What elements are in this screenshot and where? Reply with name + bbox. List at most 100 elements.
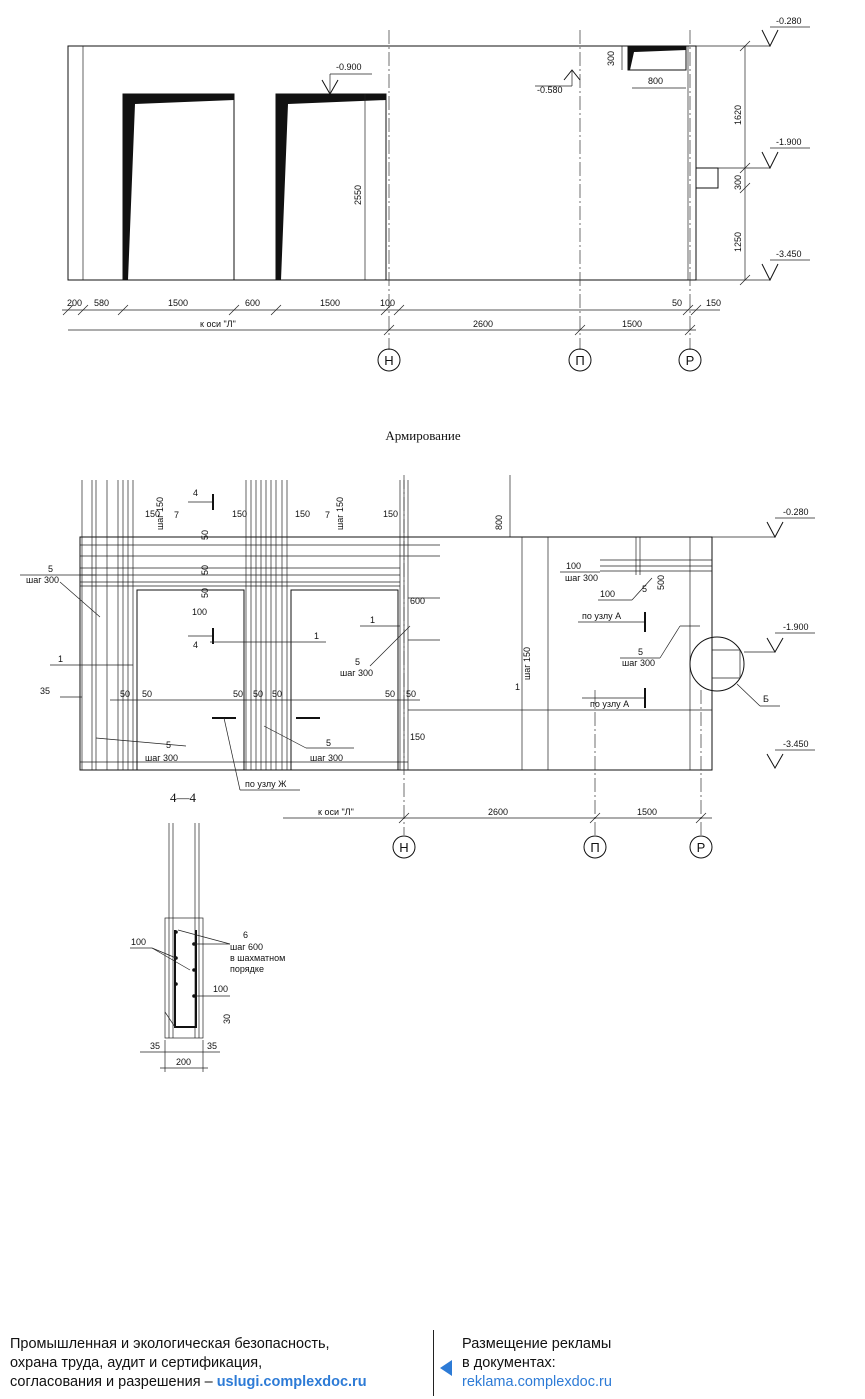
svg-text:к оси "Л": к оси "Л"	[200, 319, 236, 329]
svg-text:5: 5	[642, 584, 647, 594]
svg-text:50: 50	[672, 298, 682, 308]
uslugi-link[interactable]: uslugi.complexdoc.ru	[216, 1374, 367, 1390]
horizontal-bars	[80, 544, 712, 763]
callout-b-label: Б	[763, 694, 769, 704]
level-mark-0280: -0.280	[696, 16, 810, 48]
svg-text:4—4: 4—4	[170, 790, 197, 805]
svg-text:шаг 300: шаг 300	[145, 753, 178, 763]
svg-text:-3.450: -3.450	[776, 249, 802, 259]
svg-text:100: 100	[213, 984, 228, 994]
section-4-4: 4—4 6 шаг 600 в шахматном порядке 100 10…	[130, 790, 285, 1072]
callout-b-circle	[689, 636, 745, 692]
svg-text:2600: 2600	[488, 807, 508, 817]
svg-text:по узлу А: по узлу А	[582, 611, 621, 621]
svg-text:50: 50	[120, 689, 130, 699]
svg-text:шаг 300: шаг 300	[340, 668, 373, 678]
svg-text:100: 100	[566, 561, 581, 571]
reinforcement-view: 800 150 150 150 150 шаг 150 шаг 150 7 7 …	[20, 475, 815, 859]
svg-text:7: 7	[325, 510, 330, 520]
svg-text:7: 7	[174, 510, 179, 520]
svg-text:1500: 1500	[622, 319, 642, 329]
svg-text:6: 6	[243, 930, 248, 940]
svg-text:4: 4	[193, 488, 198, 498]
svg-text:4: 4	[193, 640, 198, 650]
svg-text:300: 300	[733, 175, 743, 190]
reinf-level-0280: -0.280	[712, 507, 815, 539]
svg-text:2550: 2550	[353, 185, 363, 205]
svg-text:150: 150	[295, 509, 310, 519]
reinf-axis-marker-n: Н	[392, 835, 416, 859]
svg-text:-3.450: -3.450	[783, 739, 809, 749]
level-mark-1900: -1.900	[718, 137, 810, 170]
svg-text:Н: Н	[399, 840, 408, 855]
svg-text:50: 50	[272, 689, 282, 699]
axis-marker-r: Р	[678, 348, 702, 372]
opening-3	[627, 46, 687, 71]
footer-separator	[433, 1330, 434, 1396]
svg-text:-0.280: -0.280	[776, 16, 802, 26]
svg-text:шаг 150: шаг 150	[335, 497, 345, 530]
wall-outline	[67, 45, 697, 281]
reinf-axis-marker-p: П	[583, 835, 607, 859]
svg-text:-1.900: -1.900	[776, 137, 802, 147]
reinf-level-1900: -1.900	[744, 622, 815, 654]
opening-1	[122, 93, 235, 280]
svg-text:50: 50	[406, 689, 416, 699]
svg-text:35: 35	[40, 686, 50, 696]
svg-text:1500: 1500	[637, 807, 657, 817]
svg-text:300: 300	[606, 51, 616, 66]
svg-text:100: 100	[600, 589, 615, 599]
svg-text:1: 1	[314, 631, 319, 641]
footer-left-line-2: охрана труда, аудит и сертификация,	[10, 1355, 263, 1371]
svg-text:5: 5	[355, 657, 360, 667]
svg-text:1620: 1620	[733, 105, 743, 125]
svg-text:50: 50	[200, 565, 210, 575]
footer-right-line-1: Размещение рекламы	[462, 1336, 612, 1352]
svg-text:580: 580	[94, 298, 109, 308]
axis-marker-p: П	[568, 348, 592, 372]
svg-text:-1.900: -1.900	[783, 622, 809, 632]
level-mark-0900: -0.900	[321, 62, 372, 96]
arrow-left-icon	[440, 1360, 452, 1376]
svg-text:50: 50	[233, 689, 243, 699]
drawing-sheet: -0.280 -1.900 -3.450 -0.900 -0.580	[20, 16, 815, 1072]
svg-text:шаг 150: шаг 150	[522, 647, 532, 680]
reinforcement-title: Армирование	[385, 428, 461, 443]
svg-text:шаг 300: шаг 300	[310, 753, 343, 763]
svg-text:в шахматном: в шахматном	[230, 953, 285, 963]
svg-text:к оси "Л": к оси "Л"	[318, 807, 354, 817]
svg-text:800: 800	[494, 515, 504, 530]
svg-text:5: 5	[638, 647, 643, 657]
svg-text:100: 100	[380, 298, 395, 308]
svg-text:П: П	[590, 840, 599, 855]
reklama-link[interactable]: reklama.complexdoc.ru	[462, 1374, 612, 1390]
svg-text:1500: 1500	[168, 298, 188, 308]
svg-text:50: 50	[385, 689, 395, 699]
svg-text:600: 600	[245, 298, 260, 308]
svg-text:150: 150	[383, 509, 398, 519]
svg-text:500: 500	[656, 575, 666, 590]
svg-text:2600: 2600	[473, 319, 493, 329]
svg-text:150: 150	[145, 509, 160, 519]
svg-text:1: 1	[515, 682, 520, 692]
svg-text:шаг 300: шаг 300	[565, 573, 598, 583]
svg-text:50: 50	[200, 530, 210, 540]
svg-text:5: 5	[326, 738, 331, 748]
svg-text:шаг 600: шаг 600	[230, 942, 263, 952]
svg-text:по узлу А: по узлу А	[590, 699, 629, 709]
svg-text:Н: Н	[384, 353, 393, 368]
svg-text:1250: 1250	[733, 232, 743, 252]
svg-text:-0.900: -0.900	[336, 62, 362, 72]
svg-text:50: 50	[200, 588, 210, 598]
vertical-bars-left	[81, 480, 134, 770]
svg-text:по узлу Ж: по узлу Ж	[245, 779, 287, 789]
svg-text:П: П	[575, 353, 584, 368]
reinf-level-3450: -3.450	[766, 739, 815, 770]
top-elevation: -0.280 -1.900 -3.450 -0.900 -0.580	[62, 16, 810, 372]
svg-text:5: 5	[166, 740, 171, 750]
svg-text:150: 150	[410, 732, 425, 742]
svg-text:5: 5	[48, 564, 53, 574]
svg-text:порядке: порядке	[230, 964, 264, 974]
footer-left-line-1: Промышленная и экологическая безопасност…	[10, 1336, 330, 1352]
axis-marker-n: Н	[377, 348, 401, 372]
